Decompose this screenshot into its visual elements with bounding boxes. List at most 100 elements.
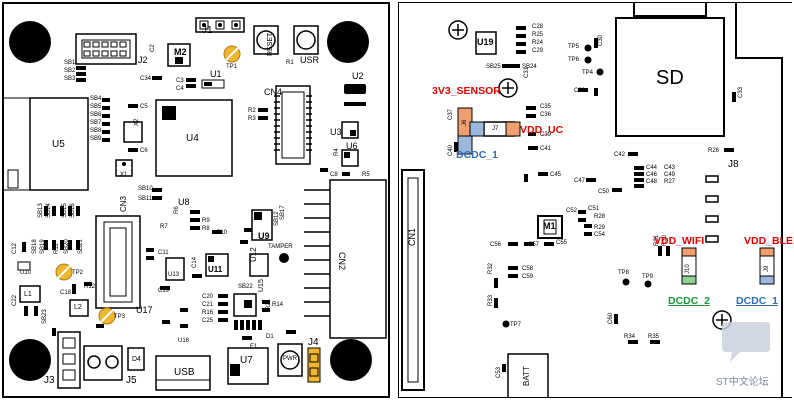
label-c60: C60 bbox=[608, 312, 614, 324]
label-c47: C47 bbox=[574, 178, 586, 184]
label-m1: M1 bbox=[543, 221, 556, 231]
label-reset: RESET bbox=[267, 32, 274, 56]
label-c49: C49 bbox=[664, 172, 676, 178]
label-c29: C29 bbox=[532, 48, 544, 54]
label-pwr: PWR bbox=[283, 356, 297, 362]
label-r1: R1 bbox=[286, 60, 294, 66]
label-j1: J1 bbox=[202, 25, 213, 36]
label-l2: L2 bbox=[74, 304, 82, 311]
label-sb11: SB11 bbox=[138, 196, 153, 202]
mount-hole-tl bbox=[9, 21, 51, 63]
label-sb24: SB24 bbox=[522, 64, 537, 70]
annotation-dcdc-2: DCDC_2 bbox=[668, 295, 711, 307]
label-c12: C12 bbox=[12, 242, 18, 254]
label-sb2: SB2 bbox=[64, 68, 76, 74]
label-tp2: TP2 bbox=[72, 270, 84, 276]
label-u12: U12 bbox=[249, 247, 258, 262]
label-r5: R5 bbox=[362, 172, 370, 178]
label-j10: J10 bbox=[685, 264, 691, 274]
label-c40: C40 bbox=[448, 144, 454, 156]
label-u7: U7 bbox=[240, 355, 253, 366]
label-c33: C33 bbox=[738, 86, 744, 98]
label-u11: U11 bbox=[208, 265, 223, 274]
label-c57: C57 bbox=[528, 242, 540, 248]
label-r32: R32 bbox=[488, 262, 494, 274]
watermark-text: ST中文论坛 bbox=[716, 377, 769, 388]
label-c28: C28 bbox=[532, 24, 544, 30]
reset-button-outline bbox=[253, 25, 279, 55]
label-u13: U13 bbox=[168, 272, 180, 278]
label-c34: C34 bbox=[140, 76, 152, 82]
j1-header bbox=[195, 17, 245, 33]
label-r12: R12 bbox=[84, 284, 96, 290]
label-r21: R21 bbox=[266, 298, 272, 310]
label-c50: C50 bbox=[598, 189, 610, 195]
label-c54: C54 bbox=[594, 232, 606, 238]
label-u1: U1 bbox=[210, 69, 222, 79]
label-sb13: SB13 bbox=[38, 203, 44, 218]
m2-outline bbox=[167, 43, 191, 67]
label-e1: E1 bbox=[250, 344, 258, 350]
mount-hole-bl bbox=[9, 339, 51, 381]
label-sb4: SB4 bbox=[90, 96, 102, 102]
label-r26: R26 bbox=[708, 148, 720, 154]
label-r11: R11 bbox=[54, 243, 60, 254]
label-c46: C46 bbox=[646, 172, 658, 178]
label-sb18: SB18 bbox=[32, 239, 38, 254]
label-tamper: TAMPER bbox=[268, 244, 293, 250]
left-board-silkscreen: J1 RESET USR M2 J2 U1 TP1 U2 CN4 U3 U6 U… bbox=[2, 2, 390, 398]
left-board-drawing bbox=[4, 17, 387, 391]
label-c36: C36 bbox=[540, 112, 552, 118]
label-u16: U16 bbox=[178, 338, 190, 344]
label-u10: U10 bbox=[20, 270, 32, 276]
label-c22: C22 bbox=[12, 294, 18, 306]
label-sb5: SB5 bbox=[90, 104, 102, 110]
annotation-dcdc-1-right: DCDC_1 bbox=[736, 295, 779, 307]
label-u4: U4 bbox=[186, 133, 199, 144]
label-r25: R25 bbox=[532, 32, 544, 38]
label-cn1: CN1 bbox=[407, 227, 417, 246]
label-c10: C10 bbox=[216, 230, 228, 236]
label-j2: J2 bbox=[138, 55, 148, 65]
annotation-dcdc-1-left: DCDC_1 bbox=[456, 149, 499, 161]
label-x1: X1 bbox=[120, 172, 128, 178]
label-cn4: CN4 bbox=[264, 87, 283, 97]
label-r2: R2 bbox=[248, 108, 256, 114]
label-c35: C35 bbox=[540, 104, 552, 110]
label-c56: C56 bbox=[490, 242, 502, 248]
label-sd: SD bbox=[656, 67, 684, 89]
label-j5: J5 bbox=[126, 375, 137, 386]
label-sb10: SB10 bbox=[138, 186, 153, 192]
label-sb9: SB9 bbox=[90, 136, 102, 142]
label-u6: U6 bbox=[346, 141, 358, 151]
cn2-connector bbox=[304, 179, 387, 339]
label-c52: C52 bbox=[566, 208, 578, 214]
label-c18: C18 bbox=[60, 290, 72, 296]
usr-button-outline bbox=[293, 25, 319, 55]
label-sb19: SB19 bbox=[40, 239, 46, 254]
label-r16: R16 bbox=[202, 310, 214, 316]
label-u2: U2 bbox=[352, 71, 364, 81]
label-j4: J4 bbox=[308, 337, 319, 348]
label-x2: X2 bbox=[134, 118, 140, 126]
label-c25: C25 bbox=[202, 318, 214, 324]
label-c45: C45 bbox=[550, 172, 562, 178]
label-sb22: SB22 bbox=[238, 284, 253, 290]
label-c4: C4 bbox=[176, 86, 184, 92]
label-d1: D1 bbox=[266, 334, 274, 340]
label-tp4: TP4 bbox=[582, 70, 594, 76]
label-r28: R28 bbox=[594, 214, 606, 220]
annotation-vdd-wifi: VDD_WIFI bbox=[654, 235, 705, 247]
label-tp1: TP1 bbox=[226, 64, 238, 70]
label-j8: J8 bbox=[728, 159, 739, 170]
label-sb23: SB23 bbox=[42, 309, 48, 324]
label-u19: U19 bbox=[477, 37, 494, 47]
label-c41: C41 bbox=[540, 146, 552, 152]
label-c51: C51 bbox=[588, 206, 600, 212]
mount-hole-tr bbox=[327, 21, 369, 63]
cn4-connector bbox=[274, 85, 312, 165]
label-r33: R33 bbox=[488, 294, 494, 306]
label-c21: C21 bbox=[202, 302, 214, 308]
label-tp6: TP6 bbox=[568, 57, 580, 63]
label-u8: U8 bbox=[178, 197, 190, 207]
